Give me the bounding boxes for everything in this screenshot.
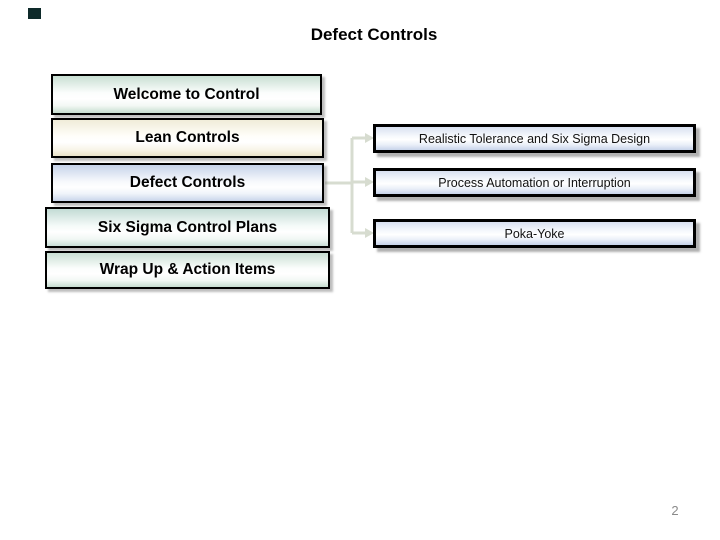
- submenu-item-label: Poka-Yoke: [504, 226, 565, 241]
- logo-mark: [28, 8, 41, 19]
- connector-path: [325, 136, 366, 235]
- menu-item-defect-controls[interactable]: Defect Controls: [51, 163, 324, 203]
- menu-item-wrap-up-action-items[interactable]: Wrap Up & Action Items: [45, 251, 330, 289]
- menu-item-label: Welcome to Control: [113, 85, 260, 103]
- page-number: 2: [671, 503, 679, 518]
- submenu-item-label: Realistic Tolerance and Six Sigma Design: [418, 131, 651, 146]
- menu-item-label: Six Sigma Control Plans: [97, 218, 278, 236]
- menu-item-six-sigma-control-plans[interactable]: Six Sigma Control Plans: [45, 207, 330, 248]
- slide-title: Defect Controls: [310, 25, 438, 44]
- submenu-item-realistic-tolerance[interactable]: Realistic Tolerance and Six Sigma Design: [373, 124, 696, 153]
- menu-item-label: Defect Controls: [129, 174, 246, 191]
- menu-item-label: Lean Controls: [135, 129, 240, 146]
- submenu-item-process-automation[interactable]: Process Automation or Interruption: [373, 168, 696, 197]
- submenu-item-label: Process Automation or Interruption: [438, 175, 631, 190]
- menu-item-welcome-to-control[interactable]: Welcome to Control: [51, 74, 322, 115]
- menu-item-label: Wrap Up & Action Items: [99, 261, 276, 278]
- menu-item-lean-controls[interactable]: Lean Controls: [51, 118, 324, 158]
- submenu-item-poka-yoke[interactable]: Poka-Yoke: [373, 219, 696, 248]
